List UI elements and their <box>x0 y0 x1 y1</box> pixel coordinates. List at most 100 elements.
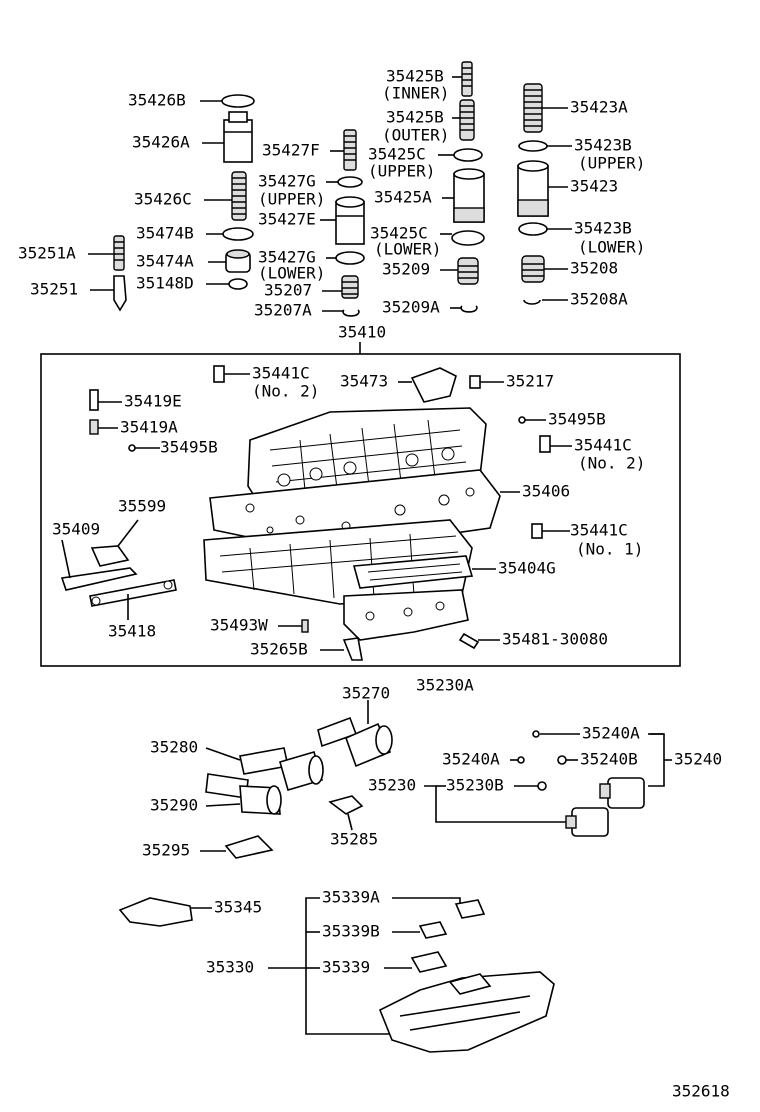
label-35240B: 35240B <box>580 750 638 769</box>
label-35409: 35409 <box>52 520 100 539</box>
label-35265B: 35265B <box>250 640 308 659</box>
label-35418: 35418 <box>108 622 156 641</box>
part-35474B-ring <box>222 227 254 241</box>
label-35481-30080: 35481-30080 <box>502 630 608 649</box>
label-35441C-3: 35441C <box>570 521 628 540</box>
label-35230A: 35230A <box>416 676 474 695</box>
label-35285: 35285 <box>330 830 378 849</box>
part-35240A-oring-1 <box>532 730 540 738</box>
label-no2-1: (No. 2) <box>252 382 319 401</box>
part-35207-plunger <box>341 275 359 299</box>
part-valve-body-cover <box>343 589 469 641</box>
label-lower-1: (LOWER) <box>258 264 325 283</box>
part-35230B-oring <box>537 781 547 791</box>
label-35425B-1: 35425B <box>386 67 444 86</box>
label-35251A: 35251A <box>18 244 76 263</box>
part-35427G-upper-ring <box>337 176 363 188</box>
label-35295: 35295 <box>142 841 190 860</box>
part-35345-bracket <box>118 897 193 927</box>
label-35207: 35207 <box>264 281 312 300</box>
label-35474A: 35474A <box>136 252 194 271</box>
label-35495B-2: 35495B <box>548 410 606 429</box>
label-outer: (OUTER) <box>382 126 449 145</box>
label-35495B-1: 35495B <box>160 438 218 457</box>
label-35270: 35270 <box>342 684 390 703</box>
figure-id: 352618 <box>672 1082 730 1101</box>
label-lower-3: (LOWER) <box>578 238 645 257</box>
part-35209-plunger <box>457 257 479 285</box>
part-35290-solenoid <box>205 773 282 815</box>
part-35426C-spring <box>231 171 247 221</box>
label-35419E: 35419E <box>124 392 182 411</box>
part-35427F-spring <box>343 129 357 171</box>
label-no2-2: (No. 2) <box>578 454 645 473</box>
part-35209A-clip <box>460 305 478 313</box>
part-35425A-piston <box>453 168 485 223</box>
part-35280-solenoid <box>239 747 324 791</box>
part-35493W-pin <box>301 619 309 633</box>
part-35240A-oring-2 <box>517 756 525 764</box>
part-35425B-inner-spring <box>461 61 473 97</box>
label-35473: 35473 <box>340 372 388 391</box>
part-35208-plunger <box>521 255 545 283</box>
label-35425C-lower: 35425C <box>370 224 428 243</box>
label-35209: 35209 <box>382 260 430 279</box>
label-35423A: 35423A <box>570 98 628 117</box>
label-35406: 35406 <box>522 482 570 501</box>
part-35148D-oring <box>228 278 248 290</box>
label-35427F: 35427F <box>262 141 320 160</box>
label-35339: 35339 <box>322 958 370 977</box>
label-35419A: 35419A <box>120 418 178 437</box>
label-35280: 35280 <box>150 738 198 757</box>
label-35230B: 35230B <box>446 776 504 795</box>
label-35425A: 35425A <box>374 188 432 207</box>
label-35240: 35240 <box>674 750 722 769</box>
part-35240-solenoid <box>599 777 645 809</box>
part-35441C-bolt-3 <box>531 523 543 539</box>
label-35208A: 35208A <box>570 290 628 309</box>
part-35339-gasket <box>410 951 448 973</box>
part-35473-plate <box>410 367 457 403</box>
label-upper-3: (UPPER) <box>578 154 645 173</box>
part-35270-solenoid <box>317 716 393 768</box>
part-35474A-plunger <box>225 249 251 273</box>
label-upper-2: (UPPER) <box>368 162 435 181</box>
part-35265B-bracket <box>342 637 363 661</box>
label-35425C-upper: 35425C <box>368 145 426 164</box>
label-lower-2: (LOWER) <box>374 240 441 259</box>
part-35441C-bolt-2 <box>539 435 551 453</box>
part-35217-pin <box>469 375 481 389</box>
valve-body-assembly-frame <box>40 353 681 667</box>
part-35409-lever <box>60 567 138 591</box>
label-35251: 35251 <box>30 280 78 299</box>
part-35419E-valve <box>89 389 99 411</box>
label-upper-1: (UPPER) <box>258 190 325 209</box>
label-35330: 35330 <box>206 958 254 977</box>
label-35240A-2: 35240A <box>442 750 500 769</box>
part-35418-rod <box>89 579 177 607</box>
label-35345: 35345 <box>214 898 262 917</box>
part-35285-clamp <box>328 795 364 815</box>
part-35426B-oring <box>221 94 255 108</box>
label-35441C-1: 35441C <box>252 364 310 383</box>
label-35290: 35290 <box>150 796 198 815</box>
label-35426B: 35426B <box>128 91 186 110</box>
part-35207A-clip <box>342 309 360 317</box>
label-35339B: 35339B <box>322 922 380 941</box>
label-35425B-2: 35425B <box>386 108 444 127</box>
label-inner: (INNER) <box>382 84 449 103</box>
part-35295-clamp <box>224 835 274 859</box>
part-35230-solenoid <box>565 807 609 837</box>
label-no1: (No. 1) <box>576 540 643 559</box>
part-35251A-spring <box>113 235 125 271</box>
part-35419A-spring <box>89 419 99 435</box>
part-35423B-upper-ring <box>518 140 548 152</box>
part-35208A-clip <box>523 299 541 305</box>
label-35423B-upper: 35423B <box>574 136 632 155</box>
part-35426A-piston <box>223 111 253 163</box>
label-35427G-upper: 35427G <box>258 172 316 191</box>
label-35599: 35599 <box>118 497 166 516</box>
part-35330-oil-strainer <box>378 971 555 1053</box>
part-35425B-outer-spring <box>459 99 475 141</box>
